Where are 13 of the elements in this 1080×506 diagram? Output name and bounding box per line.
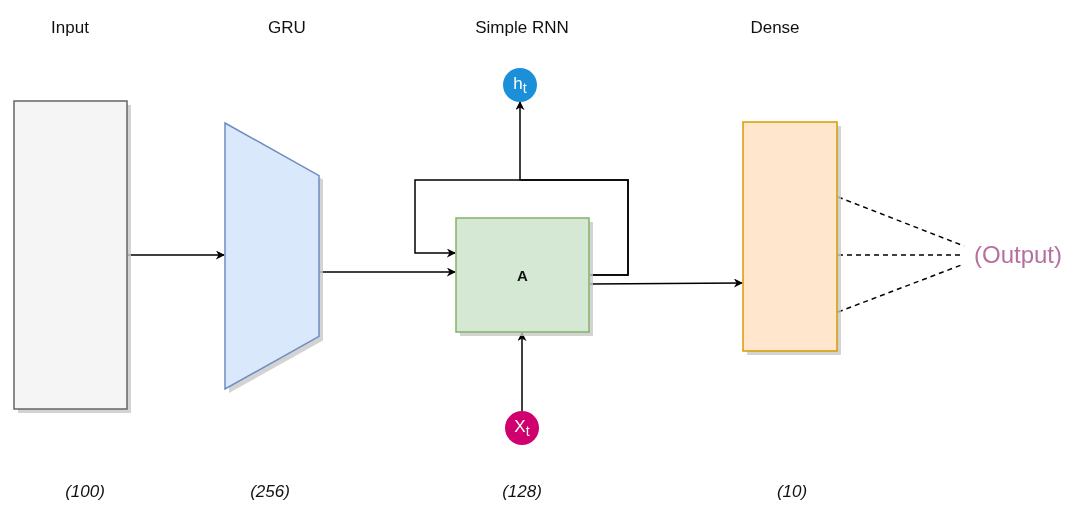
unit-count: (128) (502, 482, 542, 502)
state-label: h$_{t}$ (513, 73, 527, 97)
arrow (515, 101, 629, 276)
layer-heading: Simple RNN (475, 18, 569, 38)
unit-count: (256) (250, 482, 290, 502)
layer-heading: GRU (268, 18, 306, 38)
cell-label: A (517, 266, 528, 284)
layer-heading: Input (51, 18, 89, 38)
state-label: X$_{t}$ (514, 416, 530, 440)
unit-count: (100) (65, 482, 105, 502)
output-label: (Output) (962, 240, 1074, 270)
layer-heading: Dense (750, 18, 800, 38)
unit-count: (10) (776, 482, 808, 502)
